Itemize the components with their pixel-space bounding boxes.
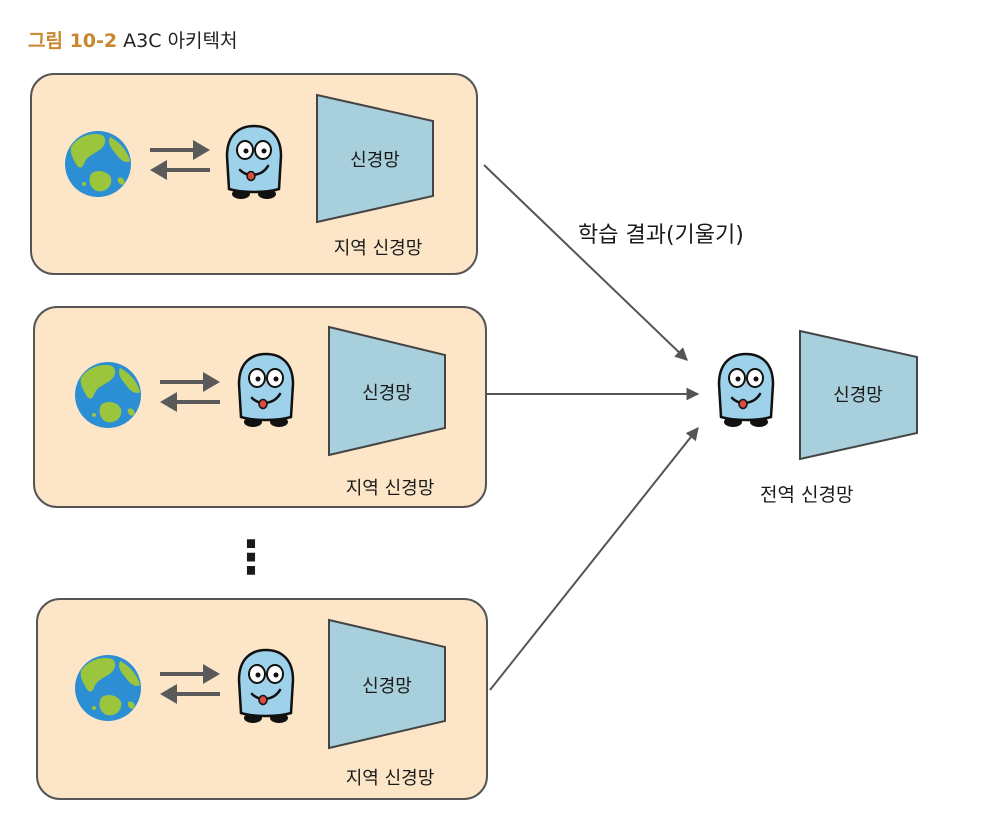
exchange-arrows-icon [160, 372, 220, 412]
global-network [799, 329, 918, 461]
arrow-local1-to-global [483, 164, 688, 361]
arrow-local3-to-global [489, 426, 699, 691]
local-network-3 [328, 618, 446, 750]
local-network-1 [316, 93, 434, 224]
figure-title: A3C 아키텍처 [123, 30, 238, 52]
robot-agent-icon [225, 124, 283, 201]
globe-icon [75, 362, 141, 428]
figure-label: 그림 10-2 [28, 30, 118, 52]
exchange-arrows-icon [150, 140, 210, 180]
robot-agent-icon [237, 352, 295, 429]
local-network-2 [328, 325, 446, 457]
local-network-label: 지역 신경망 [346, 768, 435, 789]
gradient-label: 학습 결과(기울기) [578, 223, 744, 248]
figure-caption: 그림 10-2 A3C 아키텍처 [28, 26, 237, 53]
network-label: 신경망 [362, 676, 412, 697]
ellipsis: ⋮ [228, 530, 274, 584]
local-network-label: 지역 신경망 [346, 478, 435, 499]
robot-agent-icon [237, 648, 295, 725]
globe-icon [65, 131, 131, 197]
local-network-label: 지역 신경망 [334, 238, 423, 259]
globe-icon [75, 655, 141, 721]
network-label: 신경망 [350, 150, 400, 171]
robot-agent-icon [717, 352, 775, 429]
global-network-label: 전역 신경망 [760, 484, 854, 506]
network-label: 신경망 [833, 385, 883, 406]
network-label: 신경망 [362, 383, 412, 404]
exchange-arrows-icon [160, 664, 220, 704]
